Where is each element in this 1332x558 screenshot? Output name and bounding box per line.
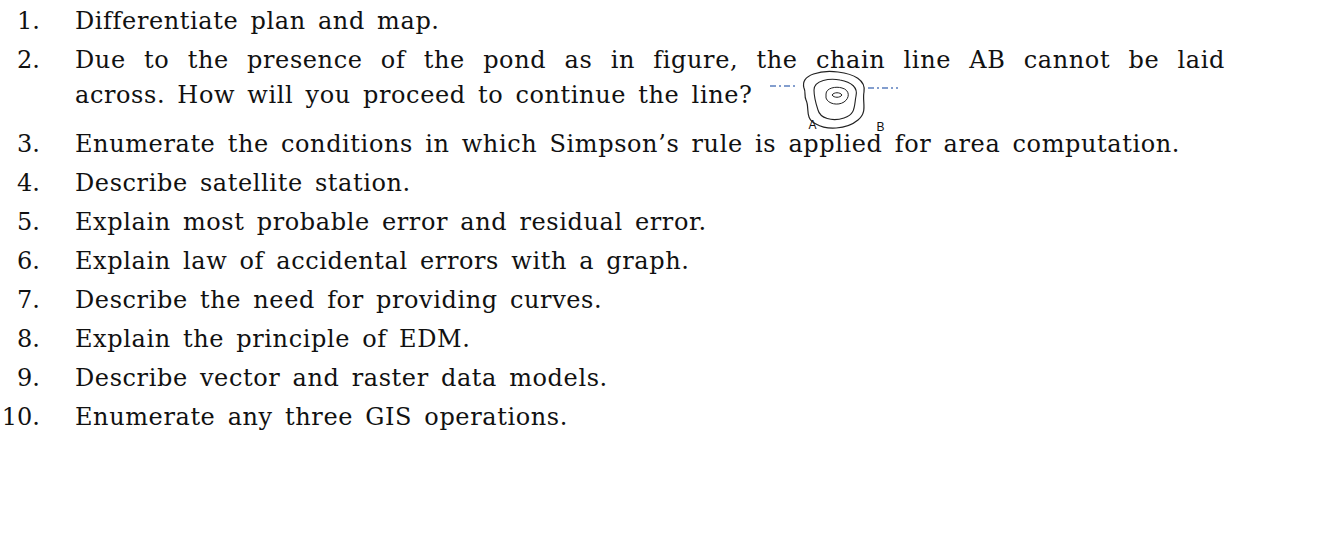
point-label: A — [808, 118, 816, 132]
question-number: 4. — [0, 166, 40, 201]
question-text: Explain most probable error and residual… — [75, 205, 1305, 240]
chain-line — [770, 85, 798, 86]
question-text: Describe the need for providing curves. — [75, 283, 1305, 318]
question-text: Explain law of accidental errors with a … — [75, 244, 1305, 279]
question-number: 2. — [0, 43, 40, 78]
pond-figure — [770, 68, 910, 138]
pond-contour — [814, 79, 856, 119]
pond-contour — [832, 93, 842, 98]
chain-line — [868, 87, 898, 88]
question-number: 9. — [0, 361, 40, 396]
pond-contour — [826, 87, 848, 104]
question-number: 6. — [0, 244, 40, 279]
question-text: Explain the principle of EDM. — [75, 322, 1305, 357]
question-number: 7. — [0, 283, 40, 318]
point-label: B — [876, 120, 884, 134]
question-number: 3. — [0, 127, 40, 162]
question-number: 5. — [0, 205, 40, 240]
question-text: Differentiate plan and map. — [75, 4, 1305, 39]
question-text: Describe vector and raster data models. — [75, 361, 1305, 396]
question-text: Enumerate any three GIS operations. — [75, 400, 1305, 435]
question-number: 8. — [0, 322, 40, 357]
question-text: Describe satellite station. — [75, 166, 1305, 201]
question-number: 10. — [0, 400, 40, 435]
question-number: 1. — [0, 4, 40, 39]
question-text: Due to the presence of the pond as in fi… — [75, 43, 1225, 113]
question-text: Enumerate the conditions in which Simpso… — [75, 127, 1305, 162]
